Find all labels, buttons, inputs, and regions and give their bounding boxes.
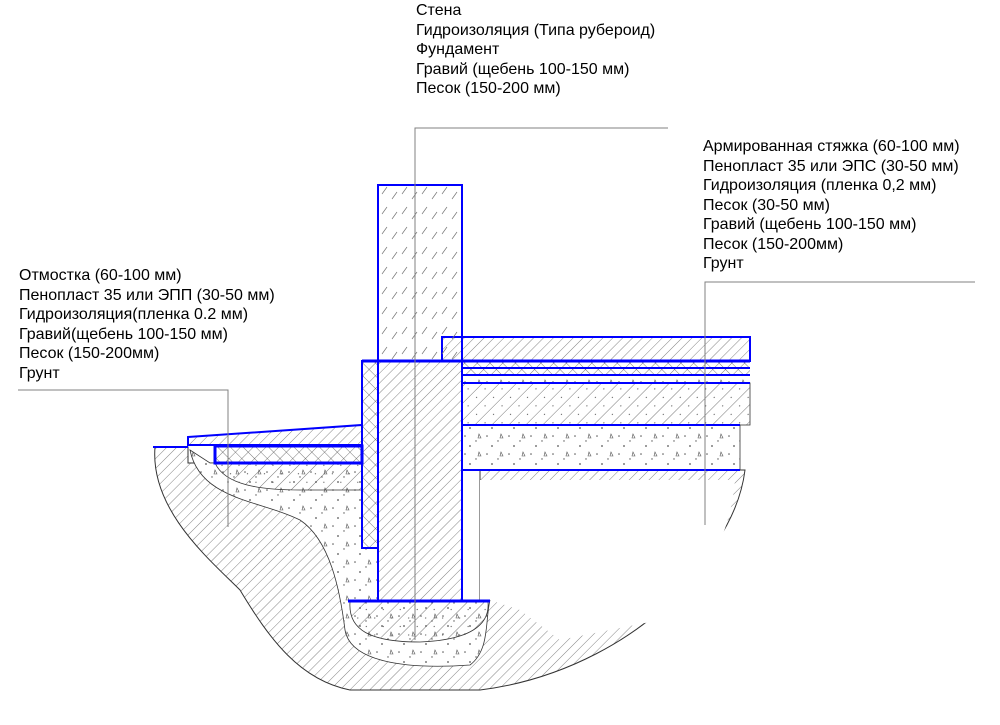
label-soil: Грунт bbox=[19, 364, 60, 382]
waterproofing-lines bbox=[348, 359, 750, 603]
label-sand: Песок (150-200мм) bbox=[703, 235, 844, 253]
label-group-top: Стена Гидроизоляция (Типа рубероид) Фунд… bbox=[416, 1, 655, 99]
screed bbox=[441, 336, 751, 362]
blind-area bbox=[187, 423, 363, 446]
gravel-floor bbox=[461, 382, 751, 426]
label-screed: Армированная стяжка (60-100 мм) bbox=[703, 138, 960, 155]
label-waterproofing-film: Гидроизоляция (пленка 0,2 мм) bbox=[703, 177, 937, 194]
insulation-blind-area bbox=[213, 444, 364, 465]
leader-lines bbox=[18, 127, 975, 640]
label-sand: Песок (150-200 мм) bbox=[416, 80, 561, 97]
sand-floor bbox=[461, 424, 741, 471]
label-sand: Песок (150-200мм) bbox=[19, 345, 160, 362]
label-insulation: Пенопласт 35 или ЭПС (30-50 мм) bbox=[703, 157, 959, 175]
sand-thin-floor bbox=[462, 375, 750, 383]
label-waterproofing: Гидроизоляция (Типа рубероид) bbox=[416, 21, 656, 39]
label-group-right: Армированная стяжка (60-100 мм) Пеноплас… bbox=[703, 137, 960, 274]
label-blind-area: Отмостка (60-100 мм) bbox=[19, 267, 182, 284]
gravel-under-footing bbox=[349, 601, 489, 643]
label-waterproofing-film: Гидроизоляция(пленка 0.2 мм) bbox=[19, 306, 249, 323]
insulation-vertical bbox=[361, 360, 379, 549]
wall bbox=[377, 184, 463, 362]
label-sand-thin: Песок (30-50 мм) bbox=[703, 196, 830, 214]
ground-right-void bbox=[480, 480, 735, 640]
label-insulation: Пенопласт 35 или ЭПП (30-50 мм) bbox=[19, 286, 275, 304]
label-wall: Стена bbox=[416, 2, 462, 19]
label-soil: Грунт bbox=[703, 255, 744, 272]
label-foundation: Фундамент bbox=[416, 41, 500, 58]
label-gravel: Гравий(щебень 100-150 мм) bbox=[19, 325, 228, 343]
label-gravel: Гравий (щебень 100-150 мм) bbox=[416, 60, 630, 78]
foundation bbox=[377, 360, 463, 602]
label-group-left: Отмостка (60-100 мм) Пенопласт 35 или ЭП… bbox=[19, 266, 275, 383]
gravel-left bbox=[214, 462, 363, 491]
label-gravel: Гравий (щебень 100-150 мм) bbox=[703, 216, 917, 233]
